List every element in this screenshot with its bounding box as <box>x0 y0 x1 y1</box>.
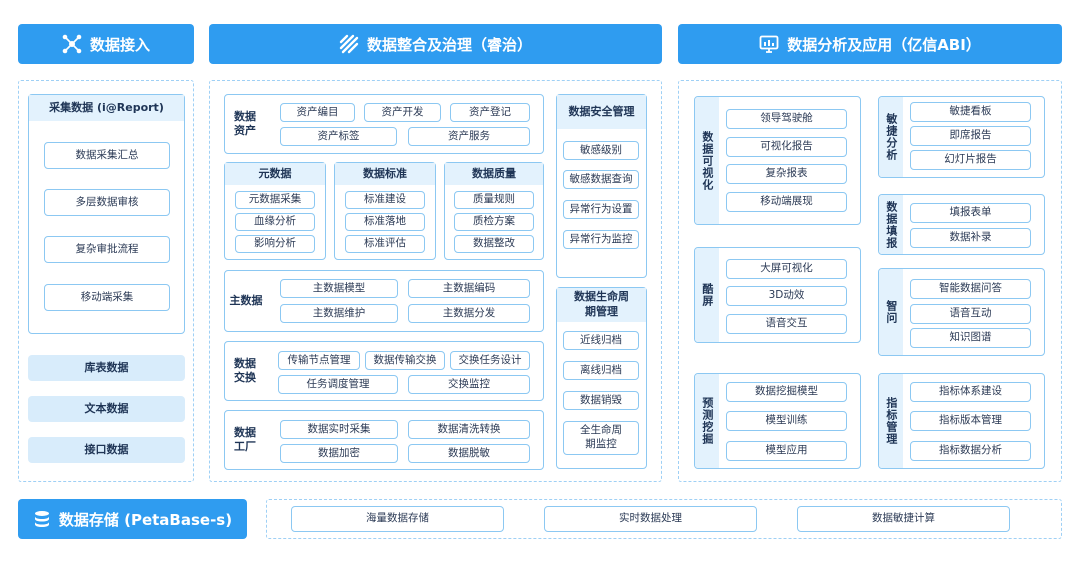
indicator-item: 指标数据分析 <box>910 441 1031 461</box>
smart-item: 语音互动 <box>910 304 1031 324</box>
predict-item: 模型训练 <box>726 411 847 431</box>
storage-area <box>266 499 1062 539</box>
storage-item: 数据敏捷计算 <box>797 506 1010 532</box>
exchange-item: 任务调度管理 <box>278 375 398 394</box>
smart-item: 知识图谱 <box>910 328 1031 348</box>
report-item: 数据采集汇总 <box>44 142 170 169</box>
header-analysis: 数据分析及应用（亿信ABI） <box>678 24 1062 64</box>
report-item: 复杂审批流程 <box>44 236 170 263</box>
cool-item: 语音交互 <box>726 314 847 334</box>
cool-label: 酷屏 <box>695 248 719 342</box>
header-ingest: 数据接入 <box>18 24 194 64</box>
visual-label: 数据可视化 <box>695 97 719 224</box>
master-item: 主数据维护 <box>280 304 398 323</box>
security-item: 异常行为设置 <box>563 200 639 219</box>
security-item: 异常行为监控 <box>563 230 639 249</box>
storage-item: 海量数据存储 <box>291 506 504 532</box>
cool-item: 大屏可视化 <box>726 259 847 279</box>
asset-item: 资产开发 <box>364 103 441 122</box>
header-govern-label: 数据整合及治理（睿治） <box>366 35 532 54</box>
agile-item: 幻灯片报告 <box>910 150 1031 170</box>
visual-item: 可视化报告 <box>726 137 847 157</box>
fill-item: 数据补录 <box>910 228 1031 248</box>
smart-label: 智问 <box>879 269 903 355</box>
factory-item: 数据加密 <box>280 444 398 463</box>
meta-item: 元数据采集 <box>235 191 315 209</box>
stripes-icon <box>339 34 359 54</box>
storage-item: 实时数据处理 <box>544 506 757 532</box>
quality-title: 数据质量 <box>445 163 543 185</box>
security-item: 敏感级别 <box>563 141 639 160</box>
monitor-chart-icon <box>759 35 779 53</box>
factory-label: 数据工厂 <box>234 426 256 453</box>
master-item: 主数据编码 <box>408 279 530 298</box>
agile-label: 敏捷分析 <box>879 97 903 177</box>
visual-item: 复杂报表 <box>726 164 847 184</box>
source-item: 文本数据 <box>28 396 185 422</box>
fill-label: 数据填报 <box>879 195 903 254</box>
header-storage: 数据存储 (PetaBase-s) <box>18 499 247 539</box>
security-title: 数据安全管理 <box>557 95 646 129</box>
header-ingest-label: 数据接入 <box>89 35 150 54</box>
meta-item: 血缘分析 <box>235 213 315 231</box>
standard-item: 标准建设 <box>345 191 425 209</box>
visual-item: 领导驾驶舱 <box>726 109 847 129</box>
predict-label: 预测挖掘 <box>695 374 719 468</box>
lifecycle-item: 全生命周期监控 <box>563 421 639 455</box>
exchange-item: 交换监控 <box>408 375 530 394</box>
master-item: 主数据模型 <box>280 279 398 298</box>
asset-item: 资产编目 <box>280 103 355 122</box>
fill-item: 填报表单 <box>910 203 1031 223</box>
meta-title: 元数据 <box>225 163 325 185</box>
cool-item: 3D动效 <box>726 286 847 306</box>
report-title: 采集数据 (i@Report) <box>29 95 184 121</box>
security-item: 敏感数据查询 <box>563 170 639 189</box>
meta-item: 影响分析 <box>235 235 315 253</box>
ingest-area <box>18 80 194 482</box>
indicator-item: 指标版本管理 <box>910 411 1031 431</box>
source-item: 库表数据 <box>28 355 185 381</box>
govern-area <box>209 80 662 482</box>
asset-item: 资产标签 <box>280 127 397 146</box>
quality-item: 质量规则 <box>454 191 534 209</box>
report-item: 多层数据审核 <box>44 189 170 216</box>
analysis-area <box>678 80 1062 482</box>
header-analysis-label: 数据分析及应用（亿信ABI） <box>787 35 981 54</box>
agile-item: 敏捷看板 <box>910 102 1031 122</box>
factory-item: 数据脱敏 <box>408 444 530 463</box>
master-item: 主数据分发 <box>408 304 530 323</box>
predict-item: 数据挖掘模型 <box>726 382 847 402</box>
asset-item: 资产服务 <box>408 127 530 146</box>
report-item: 移动端采集 <box>44 284 170 311</box>
visual-item: 移动端展现 <box>726 192 847 212</box>
standard-item: 标准评估 <box>345 235 425 253</box>
quality-item: 数据整改 <box>454 235 534 253</box>
lifecycle-item: 离线归档 <box>563 361 639 380</box>
network-icon <box>62 34 82 54</box>
database-icon <box>34 511 49 527</box>
smart-item: 智能数据问答 <box>910 279 1031 299</box>
predict-item: 模型应用 <box>726 441 847 461</box>
source-item: 接口数据 <box>28 437 185 463</box>
quality-item: 质检方案 <box>454 213 534 231</box>
factory-item: 数据清洗转换 <box>408 420 530 439</box>
lifecycle-title: 数据生命周期管理 <box>557 288 646 322</box>
exchange-item: 交换任务设计 <box>450 351 530 370</box>
exchange-item: 数据传输交换 <box>365 351 445 370</box>
asset-item: 资产登记 <box>450 103 530 122</box>
master-label: 主数据 <box>229 294 263 308</box>
factory-item: 数据实时采集 <box>280 420 398 439</box>
header-storage-label: 数据存储 (PetaBase-s) <box>58 510 233 529</box>
standard-item: 标准落地 <box>345 213 425 231</box>
agile-item: 即席报告 <box>910 126 1031 146</box>
asset-label: 数据资产 <box>234 110 256 137</box>
header-govern: 数据整合及治理（睿治） <box>209 24 662 64</box>
exchange-item: 传输节点管理 <box>278 351 360 370</box>
standard-title: 数据标准 <box>335 163 435 185</box>
lifecycle-item: 数据销毁 <box>563 391 639 410</box>
indicator-item: 指标体系建设 <box>910 382 1031 402</box>
exchange-label: 数据交换 <box>234 357 256 384</box>
indicator-label: 指标管理 <box>879 374 903 468</box>
lifecycle-item: 近线归档 <box>563 331 639 350</box>
